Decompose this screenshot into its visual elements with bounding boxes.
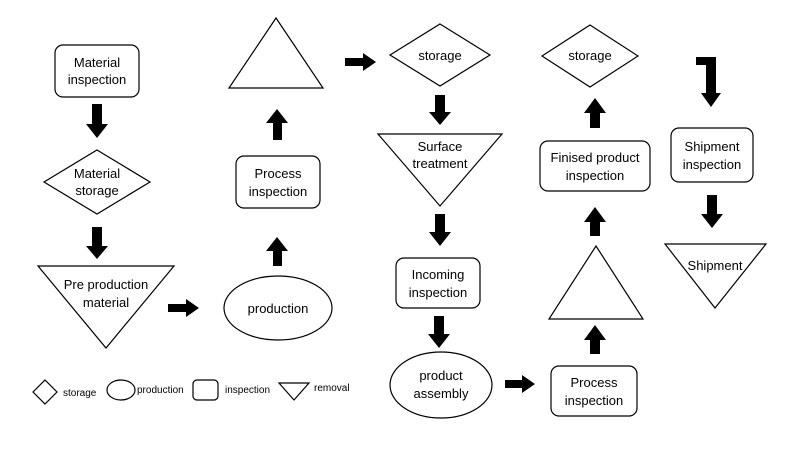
removal-triangle-2 [547, 244, 645, 320]
arrow-down-6 [701, 195, 723, 228]
svg-text:storage: storage [568, 48, 611, 63]
node-storage-1: storage [388, 23, 492, 87]
arrow-right-1 [168, 299, 199, 317]
arrow-right-3 [505, 375, 535, 393]
svg-text:production: production [248, 301, 309, 316]
arrow-down-3 [429, 95, 451, 125]
arrow-down-4 [429, 214, 451, 246]
legend-storage-label: storage [63, 388, 97, 399]
arrow-up-4 [584, 207, 606, 236]
arrow-up-5 [584, 98, 606, 128]
arrow-up-3 [584, 325, 606, 354]
legend-inspection-label: inspection [225, 385, 270, 396]
legend: storage production inspection removal [32, 379, 350, 405]
arrow-right-2 [345, 53, 376, 71]
legend-inspection-rect-icon [192, 379, 219, 401]
arrow-up-2 [266, 109, 288, 140]
legend-removal-triangle-icon [277, 382, 311, 401]
removal-triangle [227, 16, 325, 89]
node-storage-2: storage [540, 24, 640, 88]
arrow-down-5 [428, 316, 450, 348]
arrow-down-2 [86, 227, 108, 259]
legend-removal-label: removal [314, 383, 350, 394]
node-shipment: Shipment [663, 243, 768, 309]
legend-production-label: production [137, 385, 184, 396]
arrow-up-1 [266, 237, 288, 266]
arrow-down-1 [86, 104, 108, 138]
svg-text:Shipment: Shipment [688, 258, 743, 273]
node-production: production [223, 275, 333, 341]
legend-production-ellipse-icon [106, 379, 136, 401]
arrow-elbow-down [696, 57, 721, 107]
svg-text:storage: storage [418, 48, 461, 63]
legend-storage-diamond-icon [32, 379, 58, 405]
